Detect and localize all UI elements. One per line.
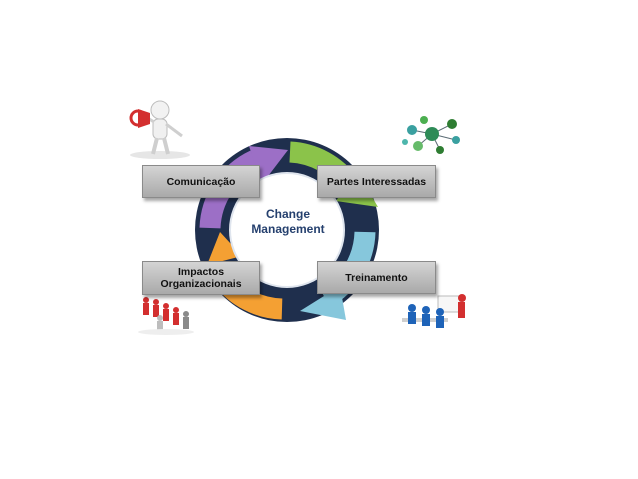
label-treinamento-text: Treinamento xyxy=(345,271,408,284)
label-comunicacao-text: Comunicação xyxy=(166,175,236,188)
label-partes-interessadas: Partes Interessadas xyxy=(317,165,436,198)
red-people-group-icon xyxy=(138,297,194,335)
megaphone-person-icon xyxy=(129,100,190,159)
label-impactos-line2: Organizacionais xyxy=(160,278,242,290)
label-partes-text: Partes Interessadas xyxy=(326,175,427,188)
center-title-line1: Change xyxy=(265,207,310,221)
center-title-line2: Management xyxy=(251,222,325,236)
network-people-icon xyxy=(402,116,460,154)
arrow-bottom-head xyxy=(207,232,242,265)
center-circle xyxy=(229,172,345,288)
center-title: Change Management xyxy=(248,207,328,237)
label-treinamento: Treinamento xyxy=(317,261,436,294)
label-impactos-organizacionais: Impactos Organizacionais xyxy=(142,261,260,295)
label-impactos-line1: Impactos xyxy=(177,266,225,278)
label-comunicacao: Comunicação xyxy=(142,165,260,198)
presentation-meeting-icon xyxy=(402,294,466,328)
arrow-right-head xyxy=(300,286,346,320)
